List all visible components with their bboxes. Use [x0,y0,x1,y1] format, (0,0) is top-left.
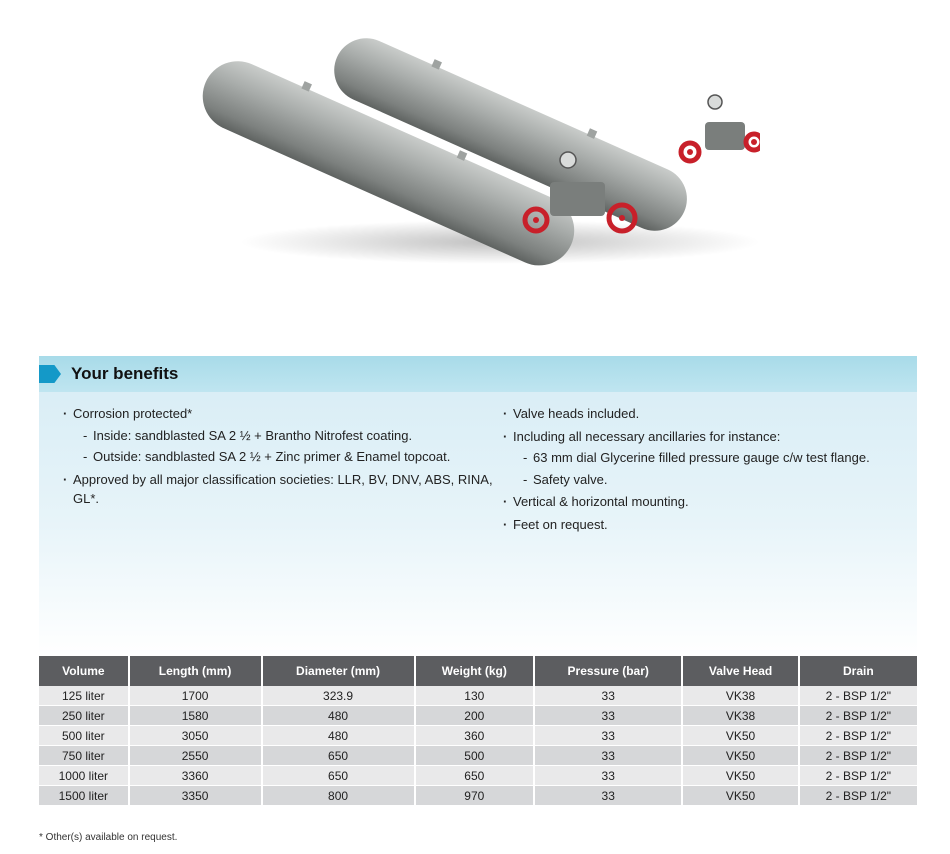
table-cell: 750 liter [39,745,130,766]
table-cell: 125 liter [39,686,130,706]
table-cell: 2 - BSP 1/2" [798,705,917,726]
benefit-subitem: 63 mm dial Glycerine filled pressure gau… [513,448,903,468]
table-row: 500 liter 3050 480 360 33 VK50 2 - BSP 1… [39,725,917,746]
table-cell: 250 liter [39,705,130,726]
column-header: Weight (kg) [414,656,536,686]
benefit-subitem: Inside: sandblasted SA 2 ½ + Brantho Nit… [73,426,493,446]
table-cell: 500 [414,745,536,766]
benefits-panel: Your benefits Corrosion protected* Insid… [39,356,917,656]
table-cell: 2550 [128,745,263,766]
table-cell: 2 - BSP 1/2" [798,686,917,706]
benefits-header: Your benefits [39,356,917,392]
table-row: 1000 liter 3360 650 650 33 VK50 2 - BSP … [39,765,917,786]
table-cell: 33 [534,705,684,726]
table-row: 250 liter 1580 480 200 33 VK38 2 - BSP 1… [39,705,917,726]
table-cell: 1700 [128,686,263,706]
benefit-item: Feet on request. [503,515,903,535]
benefit-subitem: Safety valve. [513,470,903,490]
column-header: Volume [39,656,130,686]
table-cell: VK38 [682,686,800,706]
table-cell: 33 [534,745,684,766]
air-receiver-cylinders-image [202,38,760,266]
table-cell: 2 - BSP 1/2" [798,725,917,746]
benefit-item: Including all necessary ancillaries for … [503,427,903,490]
table-cell: 33 [534,725,684,746]
table-cell: 800 [261,785,416,806]
table-cell: 360 [414,725,536,746]
table-cell: 2 - BSP 1/2" [798,765,917,786]
table-row: 125 liter 1700 323.9 130 33 VK38 2 - BSP… [39,686,917,706]
table-cell: 500 liter [39,725,130,746]
table-cell: 650 [261,745,416,766]
arrow-right-icon [39,365,61,383]
column-header: Pressure (bar) [534,656,684,686]
column-header: Length (mm) [128,656,263,686]
specification-table: Volume Length (mm) Diameter (mm) Weight … [39,656,917,806]
table-row: 750 liter 2550 650 500 33 VK50 2 - BSP 1… [39,745,917,766]
footnote: * Other(s) available on request. [39,832,178,843]
table-cell: VK50 [682,745,800,766]
table-cell: 33 [534,765,684,786]
table-header-row: Volume Length (mm) Diameter (mm) Weight … [39,656,917,686]
table-cell: 650 [414,765,536,786]
benefits-left-column: Corrosion protected* Inside: sandblasted… [63,404,493,537]
table-cell: 200 [414,705,536,726]
benefits-right-column: Valve heads included. Including all nece… [503,404,903,537]
column-header: Diameter (mm) [261,656,416,686]
table-cell: VK38 [682,705,800,726]
table-row: 1500 liter 3350 800 970 33 VK50 2 - BSP … [39,785,917,806]
table-cell: 970 [414,785,536,806]
benefit-subitem: Outside: sandblasted SA 2 ½ + Zinc prime… [73,447,493,467]
column-header: Valve Head [682,656,800,686]
benefit-item: Vertical & horizontal mounting. [503,492,903,512]
table-cell: 323.9 [261,686,416,706]
table-cell: 33 [534,686,684,706]
table-cell: 2 - BSP 1/2" [798,745,917,766]
table-cell: 1500 liter [39,785,130,806]
table-cell: 3350 [128,785,263,806]
table-cell: 130 [414,686,536,706]
benefit-item: Corrosion protected* Inside: sandblasted… [63,404,493,467]
table-cell: 1580 [128,705,263,726]
table-cell: 480 [261,725,416,746]
column-header: Drain [798,656,917,686]
table-cell: VK50 [682,785,800,806]
table-cell: 1000 liter [39,765,130,786]
benefit-item: Approved by all major classification soc… [63,470,493,509]
benefit-item: Valve heads included. [503,404,903,424]
table-cell: 3360 [128,765,263,786]
table-cell: 2 - BSP 1/2" [798,785,917,806]
table-cell: 480 [261,705,416,726]
table-cell: 33 [534,785,684,806]
table-cell: VK50 [682,765,800,786]
benefits-title: Your benefits [71,364,179,383]
table-cell: 650 [261,765,416,786]
table-cell: VK50 [682,725,800,746]
table-cell: 3050 [128,725,263,746]
